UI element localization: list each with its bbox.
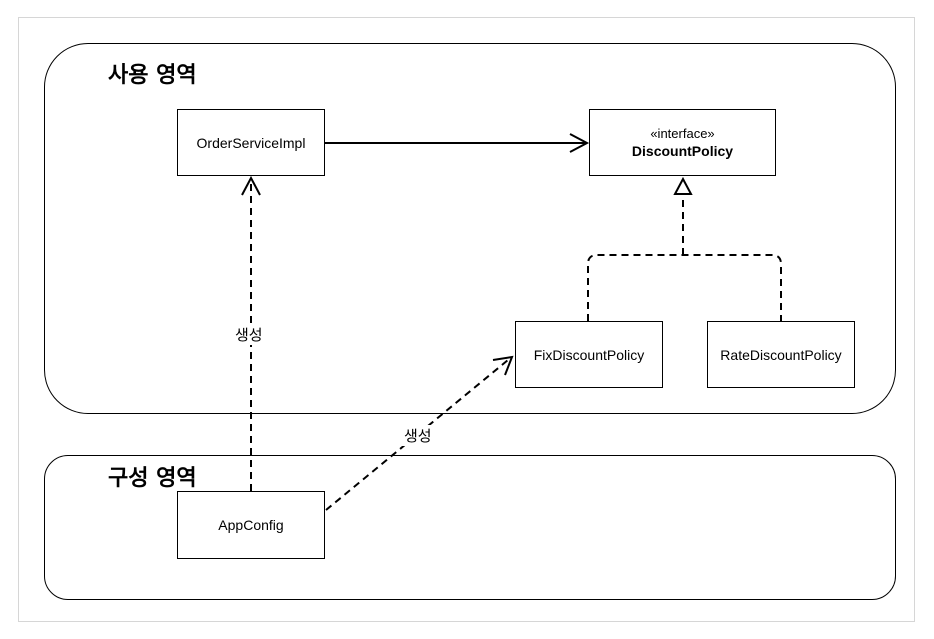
class-fix-discount-policy: FixDiscountPolicy — [515, 321, 663, 388]
association-edge-order-to-policy — [325, 133, 590, 153]
diagram-frame — [18, 17, 915, 622]
class-rate-discount-policy: RateDiscountPolicy — [707, 321, 855, 388]
edge-label-create-order: 생성 — [233, 324, 265, 345]
realization-edge-implementations — [587, 194, 782, 321]
class-app-config-name: AppConfig — [218, 517, 284, 533]
class-rate-discount-policy-name: RateDiscountPolicy — [720, 346, 842, 363]
class-order-service-impl-name: OrderServiceImpl — [196, 134, 306, 151]
dependency-edge-appconfig-to-order — [241, 175, 261, 491]
usage-region-title: 사용 영역 — [108, 63, 197, 88]
edge-label-create-fix: 생성 — [402, 425, 434, 446]
dependency-edge-appconfig-to-fix — [325, 355, 514, 511]
class-app-config: AppConfig — [177, 491, 325, 559]
class-fix-discount-policy-name: FixDiscountPolicy — [533, 346, 645, 363]
interface-discount-policy-name: DiscountPolicy — [631, 143, 734, 159]
realization-arrowhead — [673, 176, 693, 195]
interface-stereotype: «interface» — [650, 126, 715, 141]
interface-discount-policy: «interface» DiscountPolicy — [589, 109, 776, 176]
config-region-title: 구성 영역 — [108, 466, 197, 491]
class-order-service-impl: OrderServiceImpl — [177, 109, 325, 176]
